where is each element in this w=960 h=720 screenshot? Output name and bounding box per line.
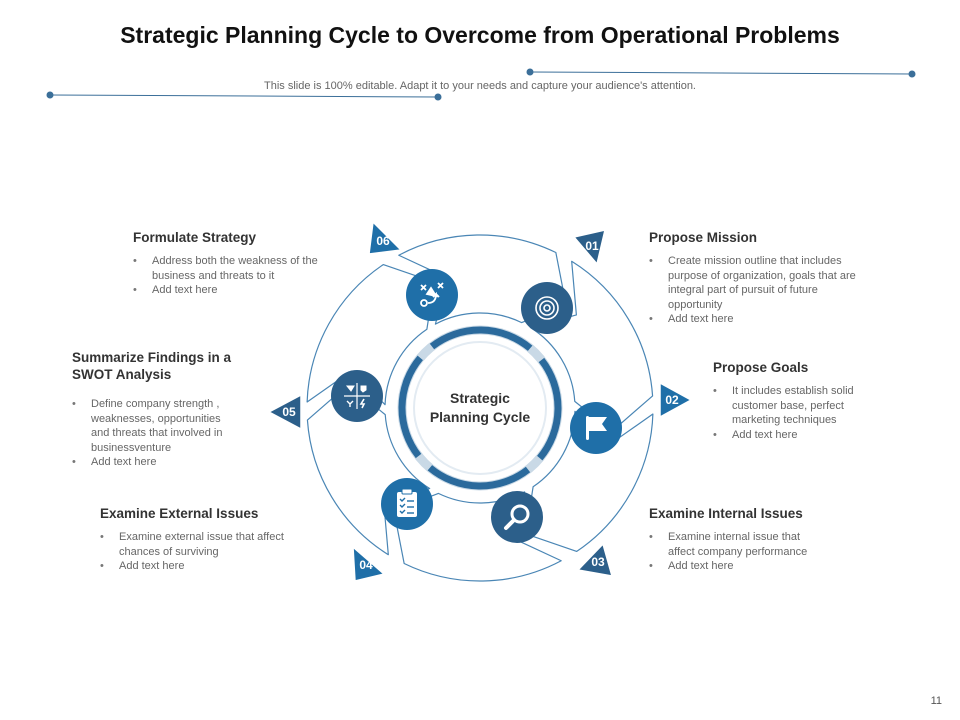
cycle-segment-06: [306, 263, 435, 406]
step-title: Summarize Findings in a SWOT Analysis: [72, 350, 232, 382]
step-title: Propose Mission: [649, 230, 758, 245]
bullet-item: Add text here: [713, 428, 873, 443]
slide-subtitle: This slide is 100% editable. Adapt it to…: [264, 80, 696, 92]
bullet-item: Examine internal issue that affect compa…: [649, 530, 823, 559]
target-icon: [535, 296, 559, 320]
bullet-item: Examine external issue that affect chanc…: [100, 530, 310, 559]
swot-icon: [344, 383, 370, 409]
bullet-item: Create mission outline that includes pur…: [649, 254, 869, 312]
bullet-item: Add text here: [649, 312, 869, 327]
center-ring-arc: [398, 355, 423, 459]
step-bullets: It includes establish solid customer bas…: [713, 384, 873, 442]
step-title: Propose Goals: [713, 360, 809, 375]
deco-line-left: [49, 94, 439, 98]
cycle-segments: [306, 234, 654, 582]
bullet-item: Add text here: [649, 559, 839, 574]
bullet-item: Define company strength , weaknesses, op…: [72, 397, 242, 455]
flag-icon: [586, 416, 607, 440]
bullet-item: Add text here: [100, 559, 310, 574]
clipboard-icon: [397, 488, 417, 517]
center-label-line1: Strategic: [450, 390, 510, 406]
badge-number: 05: [282, 405, 296, 419]
step-badge-05: 05: [268, 394, 302, 430]
center-ring-arc: [427, 465, 531, 490]
step-icon-02: [570, 402, 622, 454]
center-disc: [413, 341, 547, 475]
bullet-item: Add text here: [133, 283, 323, 298]
deco-dot: [908, 70, 916, 78]
step-icon-04: [381, 478, 433, 530]
step-icon-03: [491, 491, 543, 543]
bullet-item: It includes establish solid customer bas…: [713, 384, 873, 428]
step-block-04: Examine External Issues Examine external…: [100, 505, 310, 574]
badge-number: 04: [359, 558, 373, 572]
badge-number: 02: [665, 393, 679, 407]
badge-number: 06: [376, 234, 390, 248]
step-bullets: Create mission outline that includes pur…: [649, 254, 869, 327]
step-bullets: Examine external issue that affect chanc…: [100, 530, 310, 574]
step-title: Formulate Strategy: [133, 230, 257, 245]
step-badge-03: 03: [577, 543, 613, 577]
deco-dot: [434, 93, 442, 101]
strategy-icon: [420, 282, 444, 307]
cycle-segment-02: [529, 260, 654, 432]
cycle-segment-05: [306, 384, 431, 556]
step-block-05: Summarize Findings in a SWOT Analysis De…: [72, 349, 242, 470]
step-icon-06: [406, 269, 458, 321]
center-label-line2: Planning Cycle: [430, 409, 531, 425]
deco-dot: [46, 91, 54, 99]
step-bullets: Address both the weakness of the busines…: [133, 254, 323, 298]
center-ring-arc: [429, 326, 533, 351]
step-icon-05: [331, 370, 383, 422]
step-title: Examine Internal Issues: [649, 506, 803, 521]
deco-dot: [526, 68, 534, 76]
center-ring: [397, 325, 563, 491]
step-title: Examine External Issues: [100, 506, 259, 521]
bullet-item: Address both the weakness of the busines…: [133, 254, 323, 283]
step-block-02: Propose Goals It includes establish soli…: [713, 359, 873, 442]
badge-number: 01: [585, 239, 599, 253]
step-block-03: Examine Internal Issues Examine internal…: [649, 505, 839, 574]
center-ring-arc: [537, 357, 562, 461]
magnifier-icon: [504, 504, 530, 530]
step-block-01: Propose Mission Create mission outline t…: [649, 229, 869, 327]
slide-title: Strategic Planning Cycle to Overcome fro…: [120, 22, 840, 48]
page-number: 11: [930, 695, 942, 707]
step-bullets: Define company strength , weaknesses, op…: [72, 397, 242, 470]
deco-line-right: [529, 71, 913, 75]
step-badge-04: 04: [352, 546, 385, 582]
step-badge-06: 06: [368, 221, 402, 255]
bullet-item: Add text here: [72, 455, 242, 470]
step-icon-01: [521, 282, 573, 334]
step-badge-02: 02: [659, 382, 692, 418]
step-badge-01: 01: [573, 229, 606, 265]
step-bullets: Examine internal issue that affect compa…: [649, 530, 839, 574]
badge-number: 03: [591, 555, 605, 569]
step-block-06: Formulate Strategy Address both the weak…: [133, 229, 323, 298]
